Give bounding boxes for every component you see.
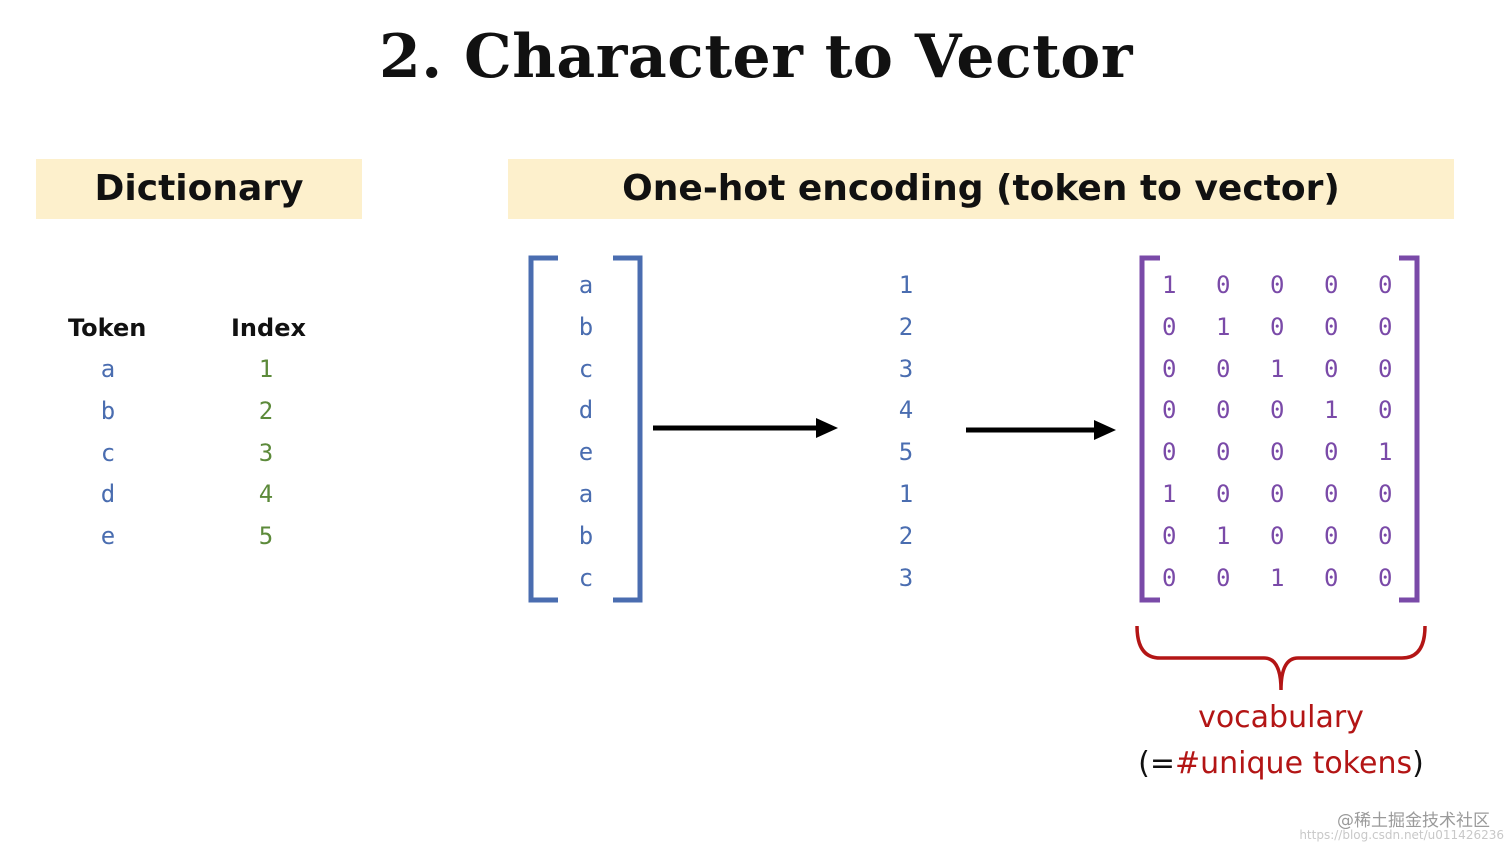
dictionary-token: e [100,522,116,551]
vocabulary-note-text: #unique tokens [1175,746,1413,781]
matrix-cell: 0 [1378,479,1393,508]
onehot-matrix: 1 0 0 0 0 0 1 0 0 0 0 0 1 0 0 0 0 0 1 0 0 0 0 0 1 1 0 0 0 0 0 1 0 0 0 0 0 1 0 0 [1154,264,1424,598]
matrix-cell: 1 [1270,563,1285,592]
sequence-char: b [578,521,594,550]
matrix-row: 0 1 0 0 0 [1154,306,1424,348]
sequence-char: b [578,312,594,341]
dictionary-index-list: 1 2 3 4 5 [254,348,278,557]
matrix-cell: 0 [1270,396,1285,425]
left-bracket-icon [528,255,558,603]
matrix-cell: 0 [1324,354,1339,383]
sequence-char: a [578,271,594,299]
sequence-char-list: a b c d e a b c [574,264,598,598]
vocabulary-note: (=#unique tokens) [1126,746,1436,781]
matrix-right-bracket-icon [1399,255,1420,603]
matrix-cell: 0 [1216,396,1231,425]
vocabulary-label: vocabulary [1198,700,1364,735]
matrix-cell: 0 [1216,438,1231,467]
dictionary-token: b [100,396,116,425]
matrix-cell: 0 [1162,354,1177,383]
matrix-cell: 1 [1216,521,1231,550]
sequence-char: d [578,396,594,425]
matrix-cell: 1 [1162,479,1177,508]
sequence-index: 4 [898,396,914,425]
index-column-header: Index [231,314,306,342]
matrix-cell: 0 [1216,479,1231,508]
matrix-cell: 0 [1378,271,1393,299]
matrix-cell: 0 [1162,396,1177,425]
dictionary-token-list: a b c d e [96,348,120,557]
matrix-cell: 0 [1270,312,1285,341]
sequence-index: 1 [898,479,914,508]
sequence-index: 2 [898,521,914,550]
matrix-cell: 0 [1270,479,1285,508]
matrix-cell: 1 [1324,396,1339,425]
dictionary-index: 3 [258,438,274,467]
matrix-cell: 0 [1324,521,1339,550]
right-bracket-icon [613,255,643,603]
matrix-cell: 0 [1162,312,1177,341]
vocabulary-note-close: ) [1412,746,1424,781]
matrix-row: 0 0 1 0 0 [1154,557,1424,599]
watermark: @稀土掘金技术社区 [1337,811,1490,831]
sequence-index: 3 [898,563,914,592]
matrix-row: 1 0 0 0 0 [1154,264,1424,306]
matrix-cell: 0 [1378,354,1393,383]
sequence-char: a [578,479,594,508]
vocabulary-note-open: (= [1138,746,1176,781]
matrix-cell: 1 [1270,354,1285,383]
matrix-cell: 0 [1162,563,1177,592]
matrix-cell: 0 [1270,438,1285,467]
curly-brace-icon [1135,625,1427,691]
matrix-cell: 0 [1324,312,1339,341]
matrix-row: 1 0 0 0 0 [1154,473,1424,515]
matrix-cell: 0 [1216,354,1231,383]
sequence-index: 3 [898,354,914,383]
matrix-cell: 0 [1378,396,1393,425]
sequence-char: c [578,354,594,383]
matrix-cell: 0 [1270,521,1285,550]
dictionary-token: a [100,355,116,383]
dictionary-header: Dictionary [36,159,362,219]
dictionary-index: 4 [258,480,274,509]
matrix-cell: 0 [1162,438,1177,467]
matrix-cell: 0 [1324,563,1339,592]
page-title: 2. Character to Vector [379,22,1133,92]
sequence-index: 5 [898,438,914,467]
matrix-cell: 1 [1378,438,1393,467]
dictionary-token: d [100,480,116,509]
sequence-index: 2 [898,312,914,341]
matrix-cell: 0 [1216,563,1231,592]
matrix-row: 0 0 0 1 0 [1154,389,1424,431]
matrix-row: 0 0 1 0 0 [1154,348,1424,390]
matrix-cell: 0 [1270,271,1285,299]
matrix-cell: 0 [1324,438,1339,467]
matrix-cell: 0 [1162,521,1177,550]
matrix-cell: 0 [1324,271,1339,299]
matrix-cell: 0 [1324,479,1339,508]
matrix-cell: 1 [1162,271,1177,299]
matrix-cell: 0 [1378,563,1393,592]
matrix-row: 0 1 0 0 0 [1154,515,1424,557]
sequence-char: e [578,438,594,467]
token-column-header: Token [68,314,147,342]
sequence-index-list: 1 2 3 4 5 1 2 3 [894,264,918,598]
dictionary-index: 1 [258,355,274,383]
sequence-char: c [578,563,594,592]
matrix-cell: 0 [1378,521,1393,550]
sequence-index: 1 [898,271,914,299]
dictionary-token: c [100,438,116,467]
onehot-header: One-hot encoding (token to vector) [508,159,1454,219]
matrix-cell: 0 [1216,271,1231,299]
watermark-url: https://blog.csdn.net/u011426236 [1299,828,1504,842]
matrix-left-bracket-icon [1139,255,1160,603]
matrix-row: 0 0 0 0 1 [1154,431,1424,473]
matrix-cell: 1 [1216,312,1231,341]
matrix-cell: 0 [1378,312,1393,341]
dictionary-index: 2 [258,396,274,425]
arrow-right-icon [653,418,838,438]
arrow-right-icon [966,420,1116,440]
dictionary-index: 5 [258,522,274,551]
